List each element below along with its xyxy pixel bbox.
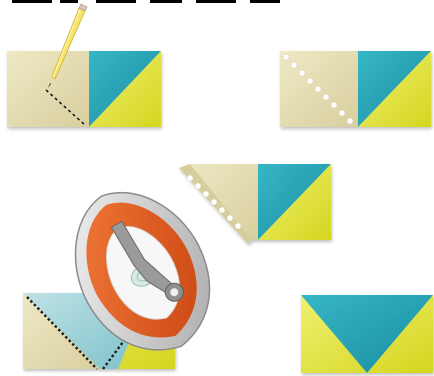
step-finished-flying-geese-unit (301, 295, 433, 373)
cropped-header-shapes (12, 0, 280, 3)
step-stitch-on-line (280, 51, 431, 127)
step-trim-seam (179, 164, 331, 244)
step-draw-diagonal-line (7, 51, 161, 127)
